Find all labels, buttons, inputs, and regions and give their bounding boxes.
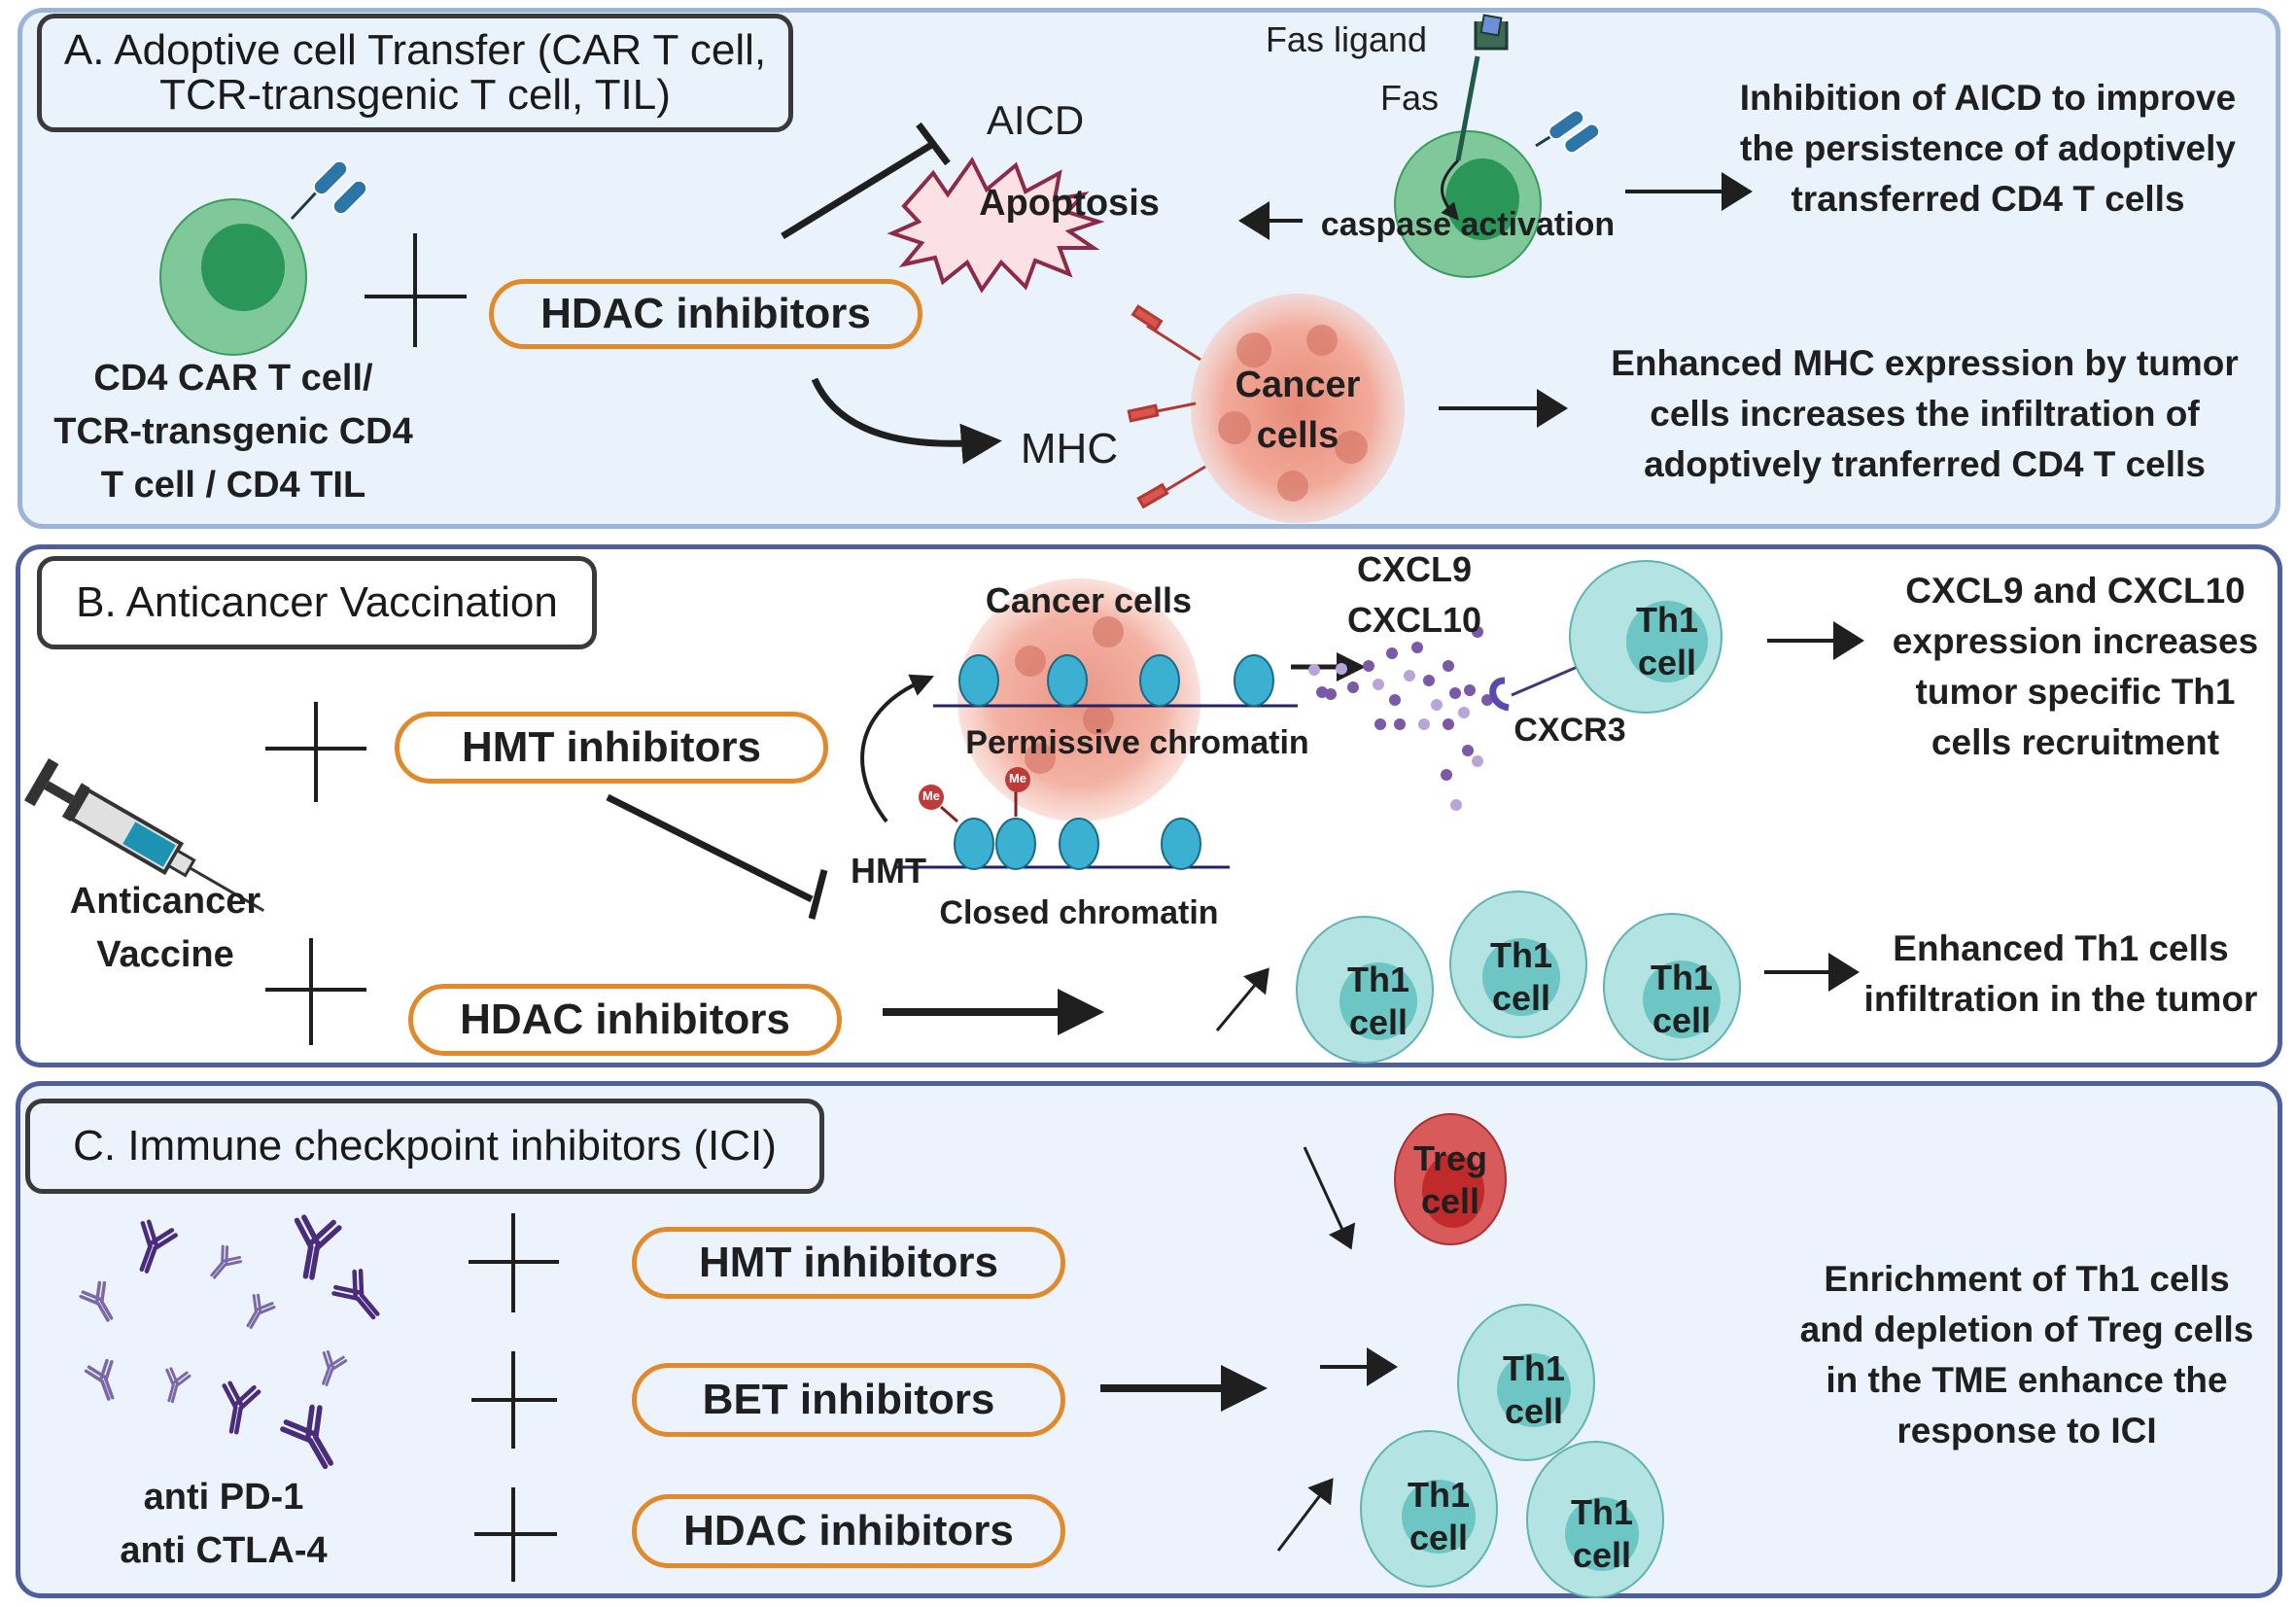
panel-immune-checkpoint-inhibitors: [16, 1081, 2282, 1598]
th1-cell-label: Th1 cell: [1650, 958, 1713, 1040]
chemokines-label: CXCL9 CXCL10: [1346, 549, 1482, 640]
panel-c-title: C. Immune checkpoint inhibitors (ICI): [25, 1099, 824, 1194]
vaccine-label: Anticancer Vaccine: [69, 881, 261, 975]
hdac-inhibitors-pill: HDAC inhibitors: [408, 984, 842, 1056]
closed-chromatin-label: Closed chromatin: [939, 894, 1219, 931]
hmt-inhibitors-pill: HMT inhibitors: [395, 712, 828, 784]
hmt-inhibitors-pill: HMT inhibitors: [632, 1227, 1065, 1299]
panel-b-title: B. Anticancer Vaccination: [37, 556, 597, 649]
th1-cell-label: Th1 cell: [1502, 1348, 1565, 1431]
methyl-mark-label: Me: [1008, 771, 1027, 786]
hdac-inhibitors-pill: HDAC inhibitors: [489, 279, 922, 349]
cd4-cell-label: CD4 CAR T cell/ TCR-transgenic CD4 T cel…: [53, 358, 413, 506]
th1-cell-label: Th1 cell: [1635, 600, 1698, 682]
outcome-th1-infiltration: Enhanced Th1 cells infiltration in the t…: [1863, 928, 2258, 1019]
outcome-chemokines: CXCL9 and CXCL10 expression increases tu…: [1892, 571, 2259, 762]
th1-cell-label: Th1 cell: [1407, 1475, 1470, 1557]
bet-inhibitors-pill: BET inhibitors: [632, 1363, 1065, 1437]
outcome-aicd: Inhibition of AICD to improve the persis…: [1739, 78, 2237, 219]
outcome-mhc: Enhanced MHC expression by tumor cells i…: [1611, 343, 2239, 484]
th1-cell-label: Th1 cell: [1346, 960, 1409, 1042]
antibody-label: anti PD-1 anti CTLA-4: [120, 1477, 328, 1571]
methyl-mark-label: Me: [922, 788, 941, 803]
fas-ligand-label: Fas ligand: [1265, 19, 1428, 59]
cancer-cells-label: Cancer cells: [1235, 365, 1361, 456]
th1-cell-label: Th1 cell: [1489, 935, 1552, 1018]
treg-cell-label: Treg cell: [1412, 1138, 1488, 1221]
apoptosis-label: Apoptosis: [979, 183, 1160, 224]
mhc-label: MHC: [1020, 425, 1119, 472]
th1-cell-label: Th1 cell: [1570, 1492, 1633, 1575]
cxcr3-label: CXCR3: [1513, 712, 1626, 749]
caspase-activation-label: caspase activation: [1320, 206, 1616, 243]
panel-adoptive-cell-transfer: [17, 8, 2280, 529]
permissive-chromatin-label: Permissive chromatin: [965, 724, 1309, 761]
aicd-label: AICD: [986, 97, 1085, 143]
panel-a-title: A. Adoptive cell Transfer (CAR T cell, T…: [37, 14, 793, 132]
hmt-label: HMT: [851, 851, 926, 891]
hdac-inhibitors-pill: HDAC inhibitors: [632, 1494, 1065, 1568]
outcome-ici: Enrichment of Th1 cells and depletion of…: [1799, 1259, 2254, 1450]
fas-label: Fas: [1379, 78, 1439, 118]
cancer-cells-label: Cancer cells: [985, 580, 1193, 620]
